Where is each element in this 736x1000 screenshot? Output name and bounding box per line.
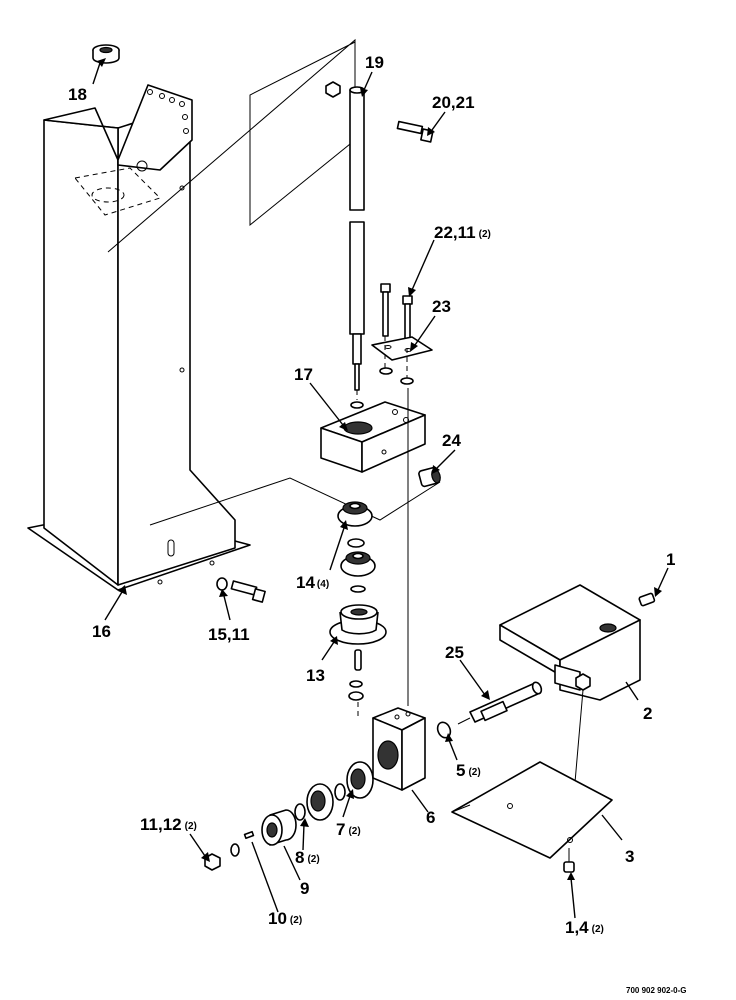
callout-22-11: 22,11(2): [434, 223, 491, 242]
callout-16: 16: [92, 622, 111, 641]
callout-6: 6: [426, 808, 435, 827]
callout-2: 2: [643, 704, 652, 723]
callout-3: 3: [625, 847, 634, 866]
callout-10: 10(2): [268, 909, 302, 928]
bushing-part-24: [418, 466, 441, 488]
leader-lines: [92, 58, 669, 919]
callout-24: 24: [442, 431, 461, 450]
callout-23: 23: [432, 297, 451, 316]
callout-9: 9: [300, 879, 309, 898]
bolt-part-15-11: [216, 577, 266, 603]
bearing-block-part-17: [320, 401, 426, 473]
callout-25: 25: [445, 643, 464, 662]
callout-13: 13: [306, 666, 325, 685]
grommet-part-18: [92, 44, 120, 64]
callout-18: 18: [68, 85, 87, 104]
pin-part-25: [436, 681, 543, 739]
callout-15-11: 15,11: [208, 625, 250, 644]
callout-7: 7(2): [336, 820, 361, 839]
callout-14: 14(4): [296, 573, 329, 592]
bearing-stack-parts-7-12: [204, 761, 374, 871]
callout-8: 8(2): [295, 848, 320, 867]
assembly-line-upper: [107, 38, 356, 253]
callout-1-4: 1,4(2): [565, 918, 604, 937]
callout-19: 19: [365, 53, 384, 72]
bearings-part-14: [337, 501, 376, 593]
callout-1: 1: [666, 550, 675, 569]
callout-11-12: 11,12(2): [140, 815, 197, 834]
callout-20-21: 20,21: [432, 93, 475, 112]
shield-part-3: [451, 761, 613, 859]
drawing-code: 700 902 902-0-G: [626, 986, 687, 995]
roller-part-13: [329, 604, 387, 716]
assembly-line-lower: [149, 477, 441, 526]
callout-5: 5(2): [456, 761, 481, 780]
callout-labels: 18 19 20,21 22,11(2) 23 17 24 14(4) 1 16…: [68, 53, 687, 995]
bolt-part-1-4: [563, 848, 575, 873]
post-frame-part-16: [27, 84, 251, 591]
shaft-part-19: [325, 81, 434, 391]
block-part-6: [372, 707, 426, 791]
callout-17: 17: [294, 365, 313, 384]
